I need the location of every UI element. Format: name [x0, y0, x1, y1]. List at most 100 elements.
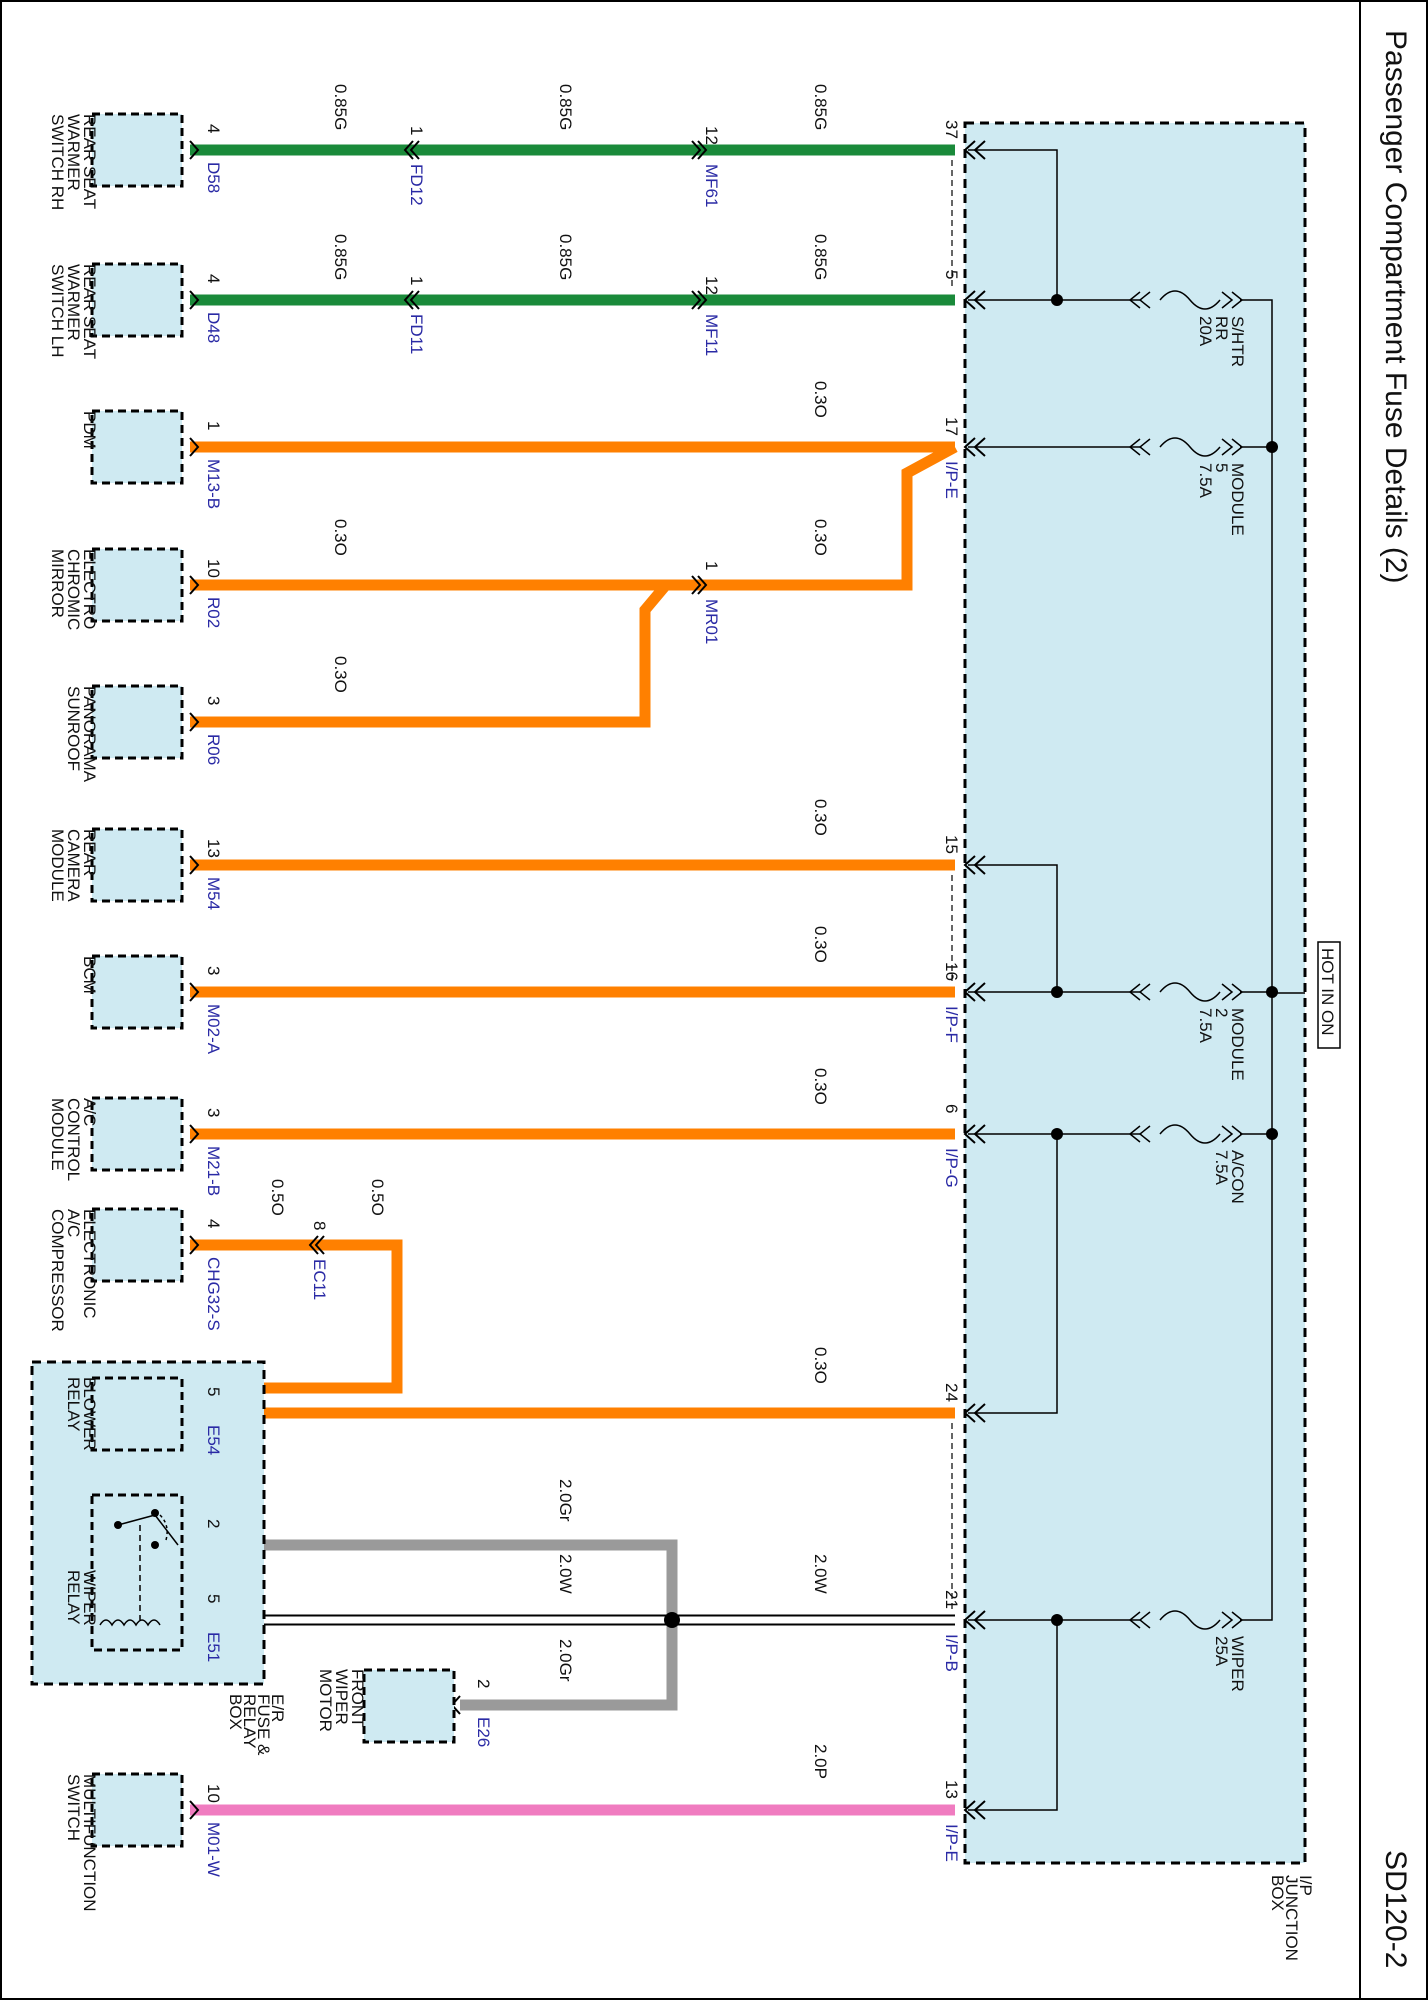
ip-pin-number-line: 17 [942, 417, 961, 436]
er-box-label-2: FUSE & [254, 1694, 273, 1756]
load-pin-number-line: 5 [204, 1594, 223, 1603]
svg-text:8: 8 [310, 1221, 329, 1230]
inline-pin-number-line: 12 [702, 276, 721, 295]
inline-connector-chevron [308, 1235, 325, 1255]
svg-text:2: 2 [474, 1679, 493, 1688]
fuse-label-line: 2 [1212, 1008, 1231, 1017]
svg-text:0.3O: 0.3O [811, 799, 830, 836]
component-box [90, 409, 184, 485]
fuse-label-line: MODULE [1228, 463, 1247, 536]
load-name: MULTIFUNCTIONSWITCH [64, 1774, 99, 1912]
ip-box-label-1: I/P [1296, 1875, 1315, 1896]
ip-connector-name-line: I/P-G [942, 1148, 961, 1188]
load-name-line: SWITCH RH [48, 114, 67, 210]
fuse-label-line: 5 [1212, 463, 1231, 472]
load-connector-name-line: E54 [204, 1425, 223, 1455]
fuse-label: WIPER25A [1212, 1636, 1247, 1692]
inline-connector-name-line: MF11 [702, 314, 721, 356]
svg-text:15: 15 [942, 835, 961, 854]
svg-text:I/P-E: I/P-E [942, 461, 961, 499]
ip-connector-name: I/P-G [942, 1148, 961, 1188]
load-pin-number-line: 10 [204, 1784, 223, 1803]
page-code: SD120-2 [1379, 1850, 1412, 1968]
wire-orange-mr01 [190, 442, 958, 591]
svg-text:1: 1 [407, 126, 426, 135]
inline-connector-name: MF61 [702, 164, 721, 207]
svg-text:6: 6 [942, 1104, 961, 1113]
fuse-label-line: S/HTR [1228, 316, 1247, 367]
load-name: PANORAMASUNROOF [64, 686, 99, 783]
svg-text:D58: D58 [204, 162, 223, 193]
inline-connector-name-line: FD12 [407, 164, 426, 206]
ip-pin-chevron [963, 140, 986, 160]
svg-text:10: 10 [204, 1784, 223, 1803]
load-pin-number: 2 [204, 1519, 223, 1528]
relay-contacts [114, 1509, 159, 1549]
load-name-line: MODULE [48, 829, 67, 902]
er-relay-box-label: E/RFUSE &RELAYBOX [226, 1694, 287, 1756]
load-name-line: A/C [64, 1209, 83, 1237]
load-pin-chevron [189, 1800, 200, 1820]
wire-spec: 2.0W [556, 1554, 575, 1594]
load-name-line: WIPER [80, 1570, 99, 1626]
svg-text:M01-W: M01-W [204, 1822, 223, 1877]
wiper-relay-box [90, 1493, 184, 1652]
svg-text:MF11: MF11 [702, 314, 721, 356]
svg-text:S/HTRRR20A: S/HTRRR20A [1196, 316, 1247, 367]
component-box [90, 954, 184, 1030]
wire-spec-line: 0.85G [331, 234, 350, 280]
load-connector-name: M02-A [204, 1004, 223, 1055]
svg-text:ELECTRONICA/CCOMPRESSOR: ELECTRONICA/CCOMPRESSOR [48, 1209, 99, 1332]
wiper-relay-switch-icon [99, 1514, 179, 1627]
svg-text:E51: E51 [204, 1632, 223, 1662]
ip-connector-name: I/P-E [942, 461, 961, 499]
inline-connector-name: MR01 [702, 599, 721, 644]
wire-spec: 0.3O [811, 519, 830, 556]
svg-text:REAR SEATWARMERSWITCH LH: REAR SEATWARMERSWITCH LH [48, 264, 99, 359]
wire-spec-line: 0.85G [811, 84, 830, 130]
load-connector-name-line: D58 [204, 162, 223, 193]
fuse-symbols [1128, 290, 1244, 1630]
svg-text:17: 17 [942, 417, 961, 436]
svg-text:A/CCONTROLMODULE: A/CCONTROLMODULE [48, 1098, 99, 1181]
svg-text:REAR SEATWARMERSWITCH RH: REAR SEATWARMERSWITCH RH [48, 114, 99, 210]
svg-text:0.85G: 0.85G [331, 84, 350, 130]
load-pin-number: 3 [204, 966, 223, 975]
component-box [90, 547, 184, 623]
load-boxes [90, 112, 456, 1848]
inline-pin-number: 1 [407, 126, 426, 135]
load-pin-chevron [189, 1235, 200, 1255]
wire-spec: 0.3O [331, 519, 350, 556]
load-name-line: REAR [80, 829, 99, 876]
fuse-label-line: RR [1212, 316, 1231, 341]
inline-pin-number-line: 12 [702, 126, 721, 145]
load-name: REARCAMERAMODULE [48, 829, 99, 902]
load-connector-name-line: M21-B [204, 1146, 223, 1196]
svg-text:BLOWERRELAY: BLOWERRELAY [64, 1377, 99, 1451]
svg-text:0.5O: 0.5O [368, 1179, 387, 1216]
svg-text:E/RFUSE &RELAYBOX: E/RFUSE &RELAYBOX [226, 1694, 287, 1756]
load-connector-name: D58 [204, 162, 223, 193]
wire-spec-line: 2.0P [811, 1744, 830, 1779]
svg-text:I/P-G: I/P-G [942, 1148, 961, 1188]
load-name: ELECTRONICA/CCOMPRESSOR [48, 1209, 99, 1332]
component-box [90, 112, 184, 188]
er-box-label-4: BOX [226, 1694, 245, 1730]
wire-spec-line: 0.5O [368, 1179, 387, 1216]
wire-spec: 0.85G [811, 234, 830, 280]
svg-text:R06: R06 [204, 734, 223, 765]
load-name-line: RELAY [64, 1570, 83, 1625]
load-pin-chevron [189, 712, 200, 732]
fuse-label: S/HTRRR20A [1196, 316, 1247, 367]
fuse-icon [1128, 982, 1244, 1002]
svg-text:1: 1 [407, 276, 426, 285]
wire-spec: 0.5O [268, 1179, 287, 1216]
inline-connector-name-line: MR01 [702, 599, 721, 644]
load-connector-name-line: CHG32-S [204, 1257, 223, 1331]
load-pin-number: 10 [204, 559, 223, 578]
svg-text:2: 2 [204, 1519, 223, 1528]
svg-text:M21-B: M21-B [204, 1146, 223, 1196]
inline-pin-number-line: 1 [702, 561, 721, 570]
load-pin-number-line: 3 [204, 966, 223, 975]
hot-label: HOT IN ON [1318, 948, 1337, 1036]
